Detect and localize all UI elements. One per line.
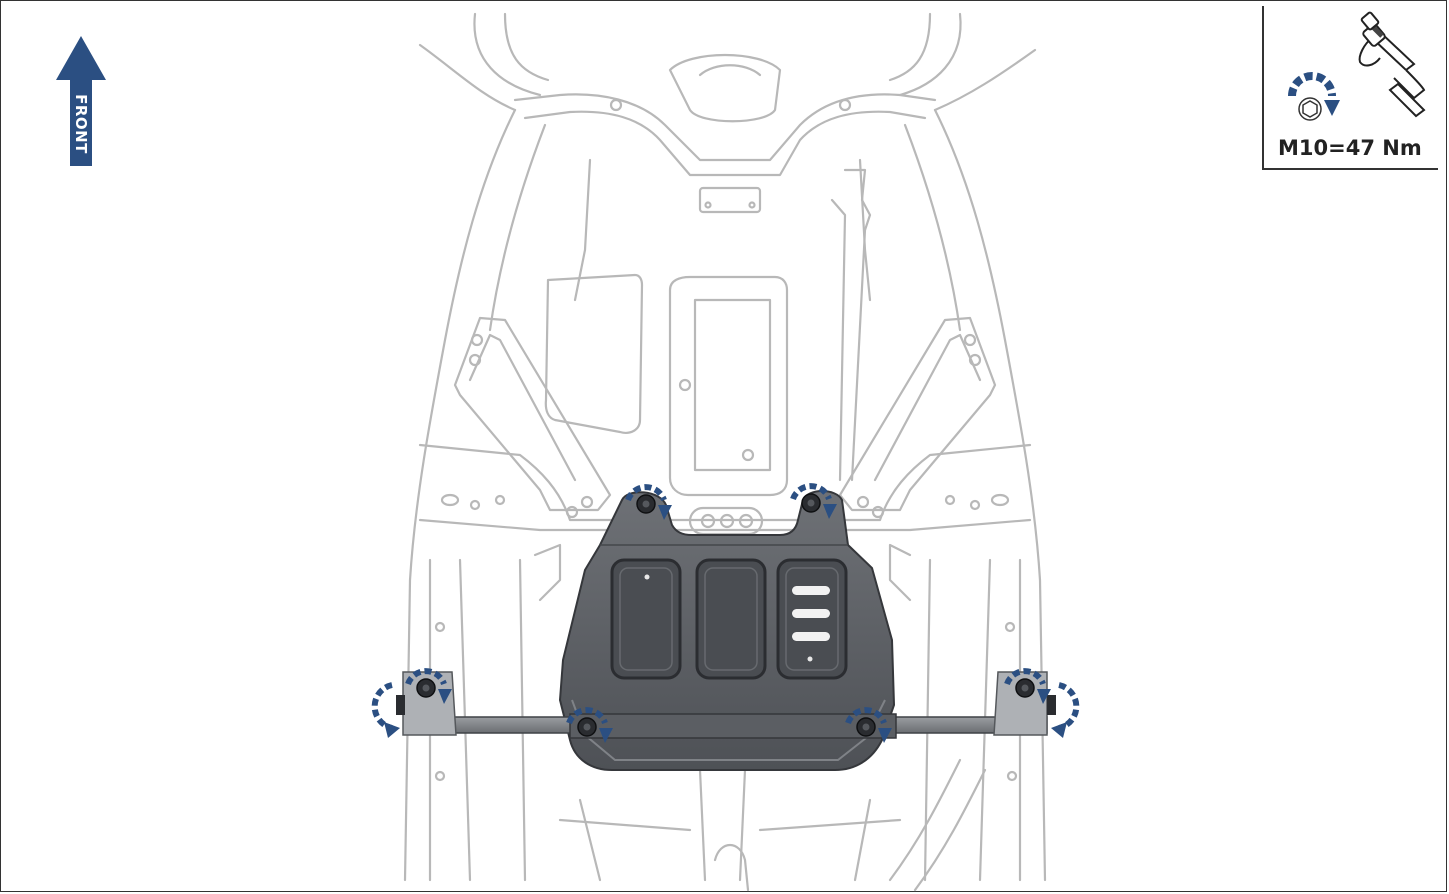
- torque-spec-label: M10=47 Nm: [1278, 136, 1422, 160]
- cross-bar: [396, 671, 1056, 739]
- skid-plate: [558, 490, 896, 771]
- torque-wrench-icon: [1288, 11, 1426, 121]
- front-direction-label: FRONT: [58, 84, 104, 164]
- vehicle-underbody-outline: [403, 12, 1047, 892]
- front-arrow-icon: [56, 36, 106, 166]
- front-label-text: FRONT: [72, 94, 90, 154]
- tighten-rotation-icon: [1288, 72, 1340, 121]
- torque-spec-box: M10=47 Nm: [1262, 6, 1438, 170]
- tighten-rotation-icon: [371, 483, 1080, 731]
